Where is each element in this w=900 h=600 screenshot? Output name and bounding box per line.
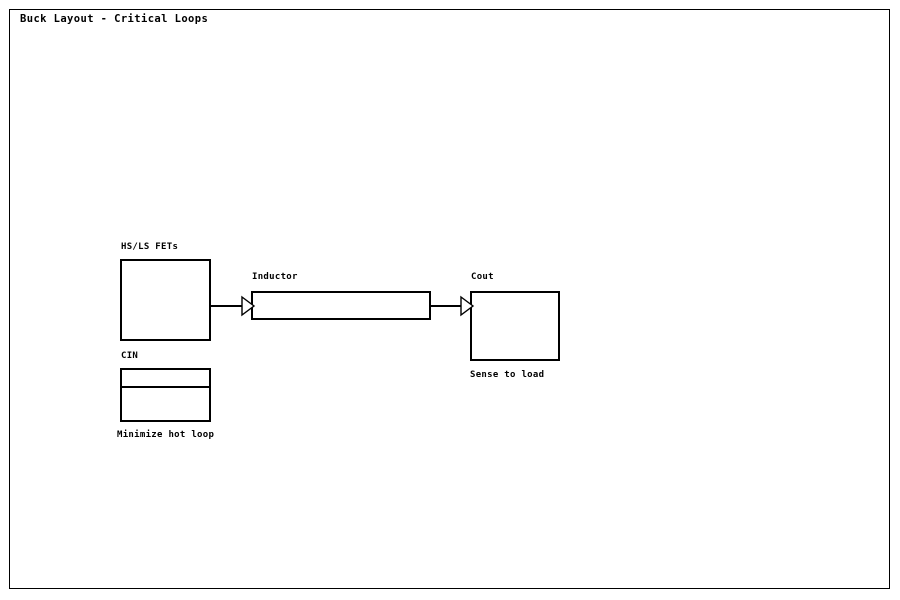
block-hs-ls-fets[interactable] xyxy=(120,259,211,341)
page-title: Buck Layout - Critical Loops xyxy=(20,13,209,25)
caption-minimize-hot-loop: Minimize hot loop xyxy=(117,430,215,440)
block-inductor[interactable] xyxy=(251,291,431,320)
page-frame xyxy=(9,9,890,589)
caption-sense-to-load: Sense to load xyxy=(470,370,545,380)
block-label-cin: CIN xyxy=(121,351,139,361)
cin-divider-line xyxy=(120,386,211,388)
block-cin[interactable] xyxy=(120,368,211,422)
block-label-hs-ls-fets: HS/LS FETs xyxy=(121,242,179,252)
block-cout[interactable] xyxy=(470,291,560,361)
block-label-cout: Cout xyxy=(471,272,494,282)
block-label-inductor: Inductor xyxy=(252,272,298,282)
